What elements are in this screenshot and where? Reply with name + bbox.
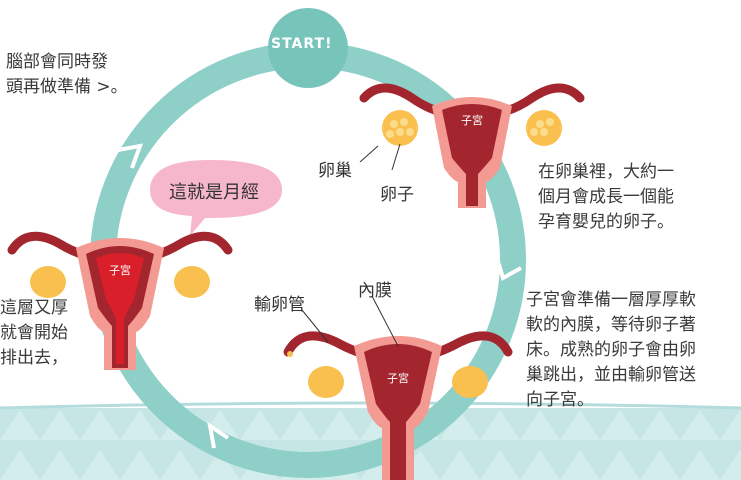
text-line: 這層又厚 (0, 298, 68, 318)
ovary-label: 卵巢 (318, 161, 352, 181)
fallopian-tube-label: 輸卵管 (254, 295, 305, 315)
speech-bubble (150, 160, 282, 236)
bubble-text: 這就是月經 (169, 182, 259, 203)
ring-arrow-right (495, 257, 522, 281)
text-line: 軟的內膜，等待卵子著 (526, 315, 696, 335)
uterus-label-left: 子宮 (109, 264, 131, 277)
text-line: 子宮會準備一層厚厚軟 (526, 290, 696, 310)
text-top-left: 腦部會同時發 頭再做準備 >。 (6, 50, 128, 100)
text-line: 巢跳出，並由輸卵管送 (526, 365, 696, 385)
uterus-label-top: 子宮 (461, 114, 483, 127)
start-circle (268, 8, 348, 88)
text-line: 腦部會同時發 (6, 52, 108, 72)
uterus-bottom (283, 295, 513, 480)
text-line: 排出去， (0, 348, 68, 368)
ring-arrow-left (117, 143, 144, 169)
text-line: 孕育嬰兒的卵子。 (538, 212, 674, 232)
text-left: 這層又厚 就會開始 排出去， (0, 296, 68, 371)
text-right-bottom: 子宮會準備一層厚厚軟 軟的內膜，等待卵子著 床。成熟的卵子會由卵 巢跳出，並由輸… (526, 288, 696, 413)
endometrium-label: 內膜 (358, 281, 392, 301)
text-right-top: 在卵巢裡，大約一 個月會成長一個能 孕育嬰兒的卵子。 (538, 160, 674, 235)
text-line: 床。成熟的卵子會由卵 (526, 340, 696, 360)
text-line: 在卵巢裡，大約一 (538, 162, 674, 182)
start-label: START! (271, 36, 333, 52)
egg-label: 卵子 (380, 185, 414, 205)
text-line: 頭再做準備 >。 (6, 77, 128, 97)
uterus-label-bottom: 子宮 (387, 372, 409, 385)
text-line: 個月會成長一個能 (538, 187, 674, 207)
uterus-left (7, 231, 233, 370)
text-line: 向子宮。 (526, 390, 594, 410)
ring-arrow-bottom (207, 421, 230, 449)
uterus-top-right (359, 83, 585, 208)
text-line: 就會開始 (0, 323, 68, 343)
